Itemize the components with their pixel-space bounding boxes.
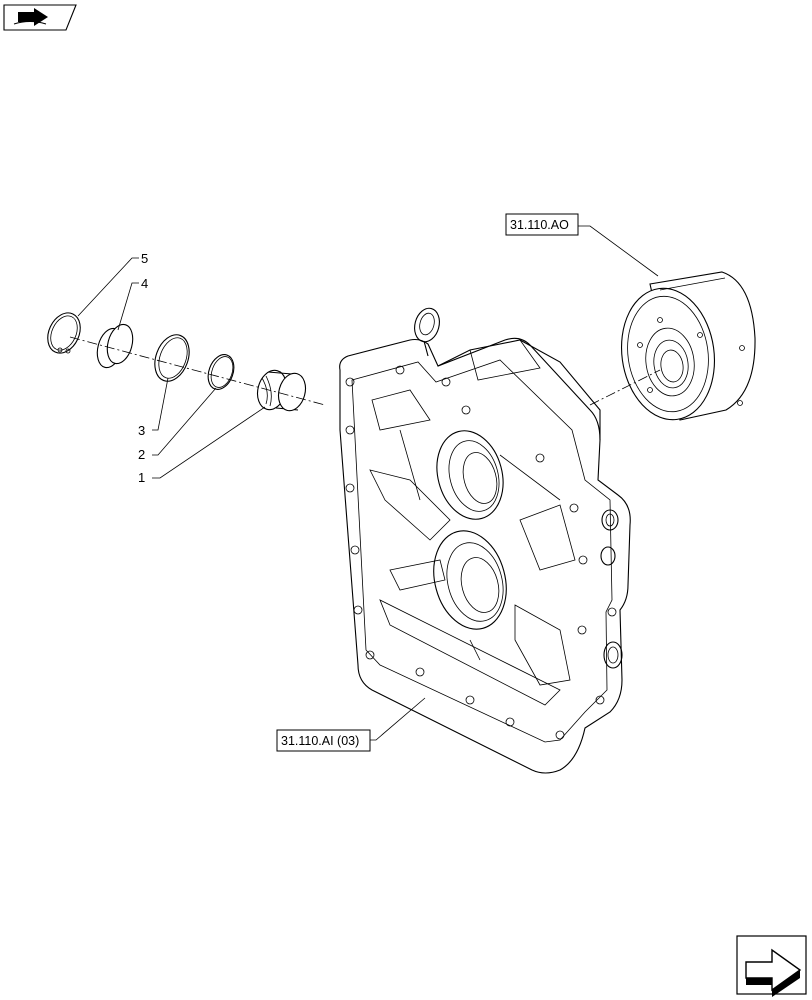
snap-ring-part-5 bbox=[47, 312, 81, 354]
piston-part-1 bbox=[256, 369, 307, 412]
callout-2: 2 bbox=[138, 447, 145, 462]
reference-box-bottom[interactable]: 31.110.AI (03) bbox=[276, 729, 371, 752]
reference-top-label: 31.110.AO bbox=[510, 218, 569, 232]
callout-4: 4 bbox=[141, 276, 148, 291]
reference-bottom-label: 31.110.AI (03) bbox=[281, 734, 359, 748]
callout-leaders bbox=[77, 225, 659, 741]
reference-box-top[interactable]: 31.110.AO bbox=[505, 213, 579, 236]
next-page-arrow-icon[interactable] bbox=[736, 935, 807, 997]
callout-3: 3 bbox=[138, 423, 145, 438]
o-ring-part-3 bbox=[154, 334, 190, 382]
bearing-centerline bbox=[589, 369, 661, 406]
gearbox-housing bbox=[339, 307, 631, 774]
cap-part-4 bbox=[96, 323, 134, 369]
assembly-centerline bbox=[69, 336, 326, 406]
ring-part-2 bbox=[207, 354, 235, 390]
callout-5: 5 bbox=[141, 251, 148, 266]
book-arrow-icon[interactable] bbox=[3, 4, 77, 31]
callout-1: 1 bbox=[138, 470, 145, 485]
bearing-assembly bbox=[620, 271, 756, 421]
